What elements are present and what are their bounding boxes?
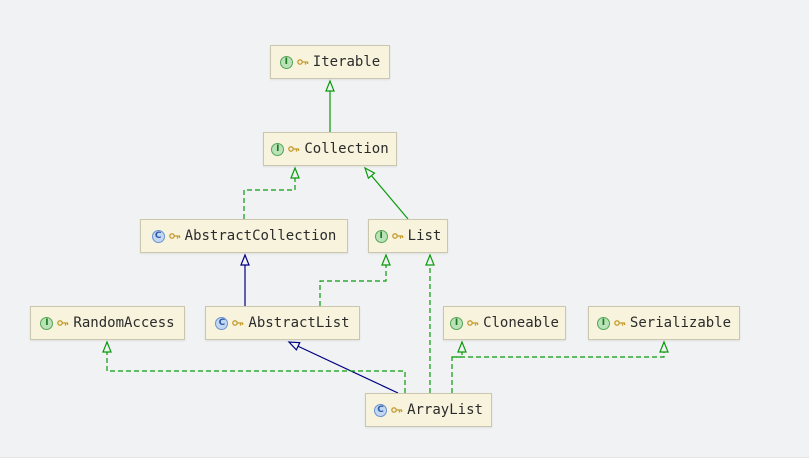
edge-arraylist-extends-abstractlist <box>287 341 399 394</box>
class-node-randomaccess[interactable]: I RandomAccess <box>30 306 185 340</box>
node-label: Iterable <box>312 54 381 70</box>
node-label: Collection <box>304 141 389 157</box>
key-icon <box>57 318 69 328</box>
class-icon: C <box>215 316 229 330</box>
node-label: Serializable <box>629 315 732 331</box>
class-node-cloneable[interactable]: I Cloneable <box>443 306 566 340</box>
class-icon: C <box>374 403 388 417</box>
class-node-abstractlist[interactable]: C AbstractList <box>205 306 360 340</box>
edge-arraylist-implements-randomaccess <box>102 340 406 393</box>
node-label: ArrayList <box>407 402 483 418</box>
interface-icon: I <box>450 316 464 330</box>
node-label: AbstractList <box>248 315 350 331</box>
interface-icon: I <box>596 316 610 330</box>
key-icon <box>614 318 626 328</box>
class-node-collection[interactable]: I Collection <box>263 132 397 166</box>
edge-abstractlist-implements-list <box>319 253 391 306</box>
class-node-list[interactable]: I List <box>368 219 448 253</box>
interface-icon: I <box>271 142 285 156</box>
edge-abstractcollection-implements-collection <box>243 166 300 219</box>
node-label: Cloneable <box>483 315 559 331</box>
class-node-abstractcollection[interactable]: C AbstractCollection <box>140 219 348 253</box>
key-icon <box>391 405 403 415</box>
interface-icon: I <box>279 55 293 69</box>
node-label: AbstractCollection <box>184 228 337 244</box>
key-icon <box>288 144 300 154</box>
edge-arraylist-implements-serializable <box>452 340 669 358</box>
horizontal-scrollbar-track[interactable] <box>0 457 809 476</box>
key-icon <box>168 231 181 241</box>
interface-icon: I <box>40 316 54 330</box>
key-icon <box>467 318 479 328</box>
class-node-arraylist[interactable]: C ArrayList <box>365 393 492 427</box>
class-node-iterable[interactable]: I Iterable <box>270 45 390 79</box>
key-icon <box>391 231 404 241</box>
node-label: List <box>407 228 442 244</box>
key-icon <box>296 57 309 67</box>
edge-arraylist-implements-cloneable <box>451 340 467 393</box>
class-icon: C <box>151 229 165 243</box>
interface-icon: I <box>374 229 388 243</box>
class-node-serializable[interactable]: I Serializable <box>588 306 740 340</box>
node-label: RandomAccess <box>73 315 175 331</box>
edge-list-extends-collection <box>363 166 409 220</box>
key-icon <box>232 318 244 328</box>
